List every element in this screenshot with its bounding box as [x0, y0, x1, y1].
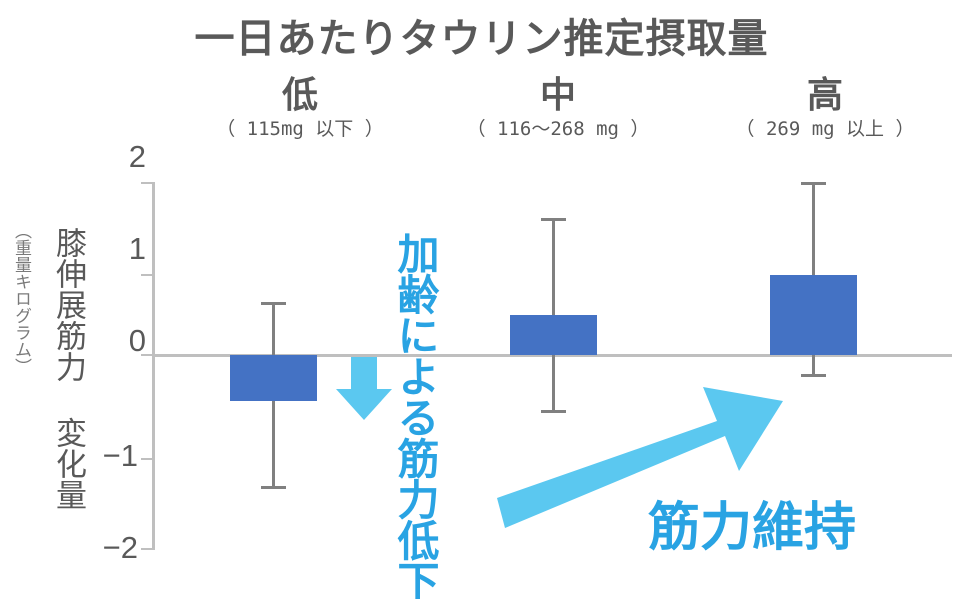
bar-low[interactable] [230, 355, 317, 401]
y-tick-mark-2 [141, 182, 152, 184]
y-axis-sublabel: （重量キログラム） [12, 222, 31, 375]
category-range: （ 115mg 以下 ） [216, 118, 384, 140]
plot-area [141, 182, 952, 550]
y-axis-line [152, 182, 155, 550]
y-tick-mark-neg1 [141, 458, 152, 460]
category-header-mid: 中 （ 116〜268 mg ） [430, 74, 686, 142]
down-arrow-icon [335, 357, 393, 421]
decline-annotation-label: 加齢による筋力低下 [392, 232, 439, 599]
y-tick-label-0: 0 [128, 323, 146, 358]
category-range: （ 269 mg 以上 ） [735, 118, 915, 140]
bar-high[interactable] [770, 275, 857, 355]
error-bar-cap-bottom-mid [541, 410, 566, 413]
error-bar-cap-top-mid [541, 218, 566, 221]
y-tick-label-neg2: −2 [102, 530, 138, 565]
error-bar-cap-top-low [261, 302, 286, 305]
error-bar-cap-bottom-low [261, 486, 286, 489]
page-title: 一日あたりタウリン推定摂取量 [194, 17, 769, 61]
error-bar-cap-bottom-high [801, 374, 826, 377]
error-bar-cap-top-high [801, 182, 826, 185]
y-tick-mark-0 [141, 354, 152, 356]
y-tick-label-1: 1 [128, 231, 146, 266]
y-tick-mark-neg2 [141, 548, 152, 550]
maintain-annotation-label: 筋力維持 [648, 499, 857, 557]
category-header-low: 低 （ 115mg 以下 ） [172, 74, 428, 142]
category-label: 高 [806, 74, 843, 115]
category-label: 中 [539, 74, 576, 115]
category-label: 低 [281, 74, 318, 115]
category-header-high: 高 （ 269 mg 以上 ） [690, 74, 960, 142]
category-range: （ 116〜268 mg ） [466, 118, 650, 140]
y-axis-label: 膝伸展筋力 変化量 [51, 226, 86, 510]
y-tick-label-2: 2 [128, 139, 146, 174]
y-tick-mark-1 [141, 274, 152, 276]
bar-mid[interactable] [510, 315, 597, 355]
up-right-arrow-icon [495, 385, 785, 530]
y-tick-label-neg1: −1 [102, 438, 138, 473]
